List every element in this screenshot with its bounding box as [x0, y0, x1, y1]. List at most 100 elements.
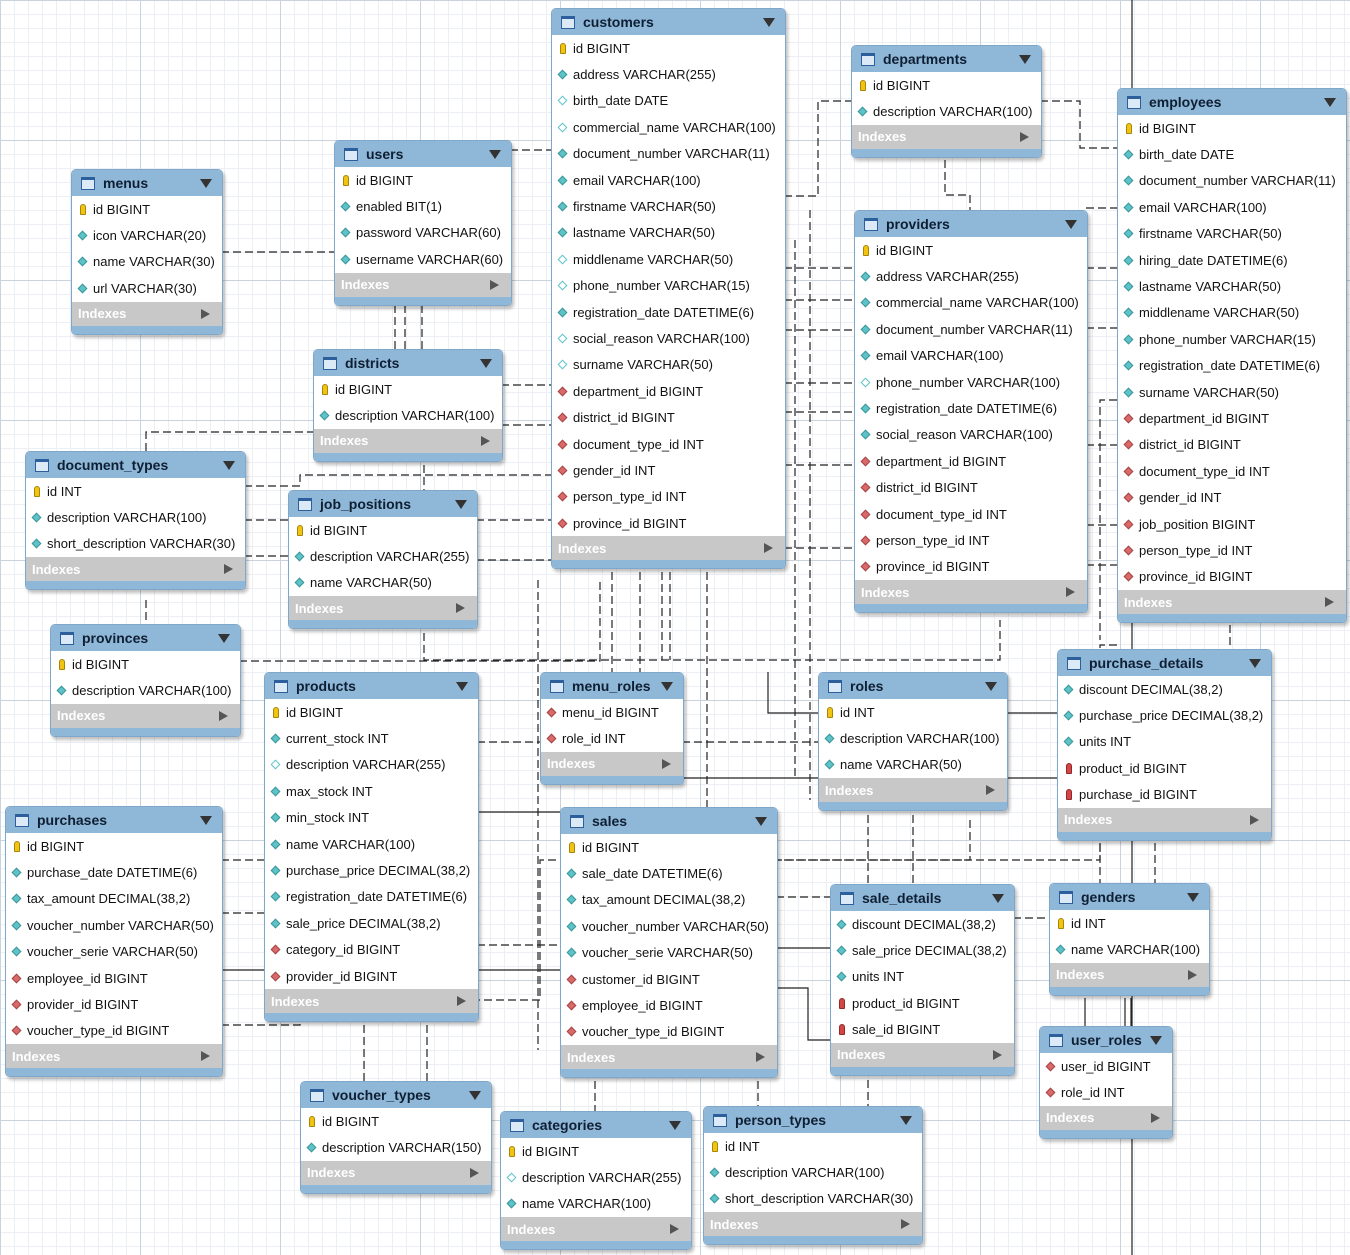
collapse-arrow-icon[interactable] [661, 682, 673, 691]
table-column[interactable]: name VARCHAR(50) [819, 752, 1007, 778]
table-header[interactable]: purchase_details [1058, 650, 1271, 676]
table-column[interactable]: id BIGINT [265, 699, 478, 725]
table-column[interactable]: sale_id BIGINT [831, 1017, 1014, 1043]
table-column[interactable]: registration_date DATETIME(6) [1118, 353, 1346, 379]
table-column[interactable]: email VARCHAR(100) [552, 167, 785, 193]
expand-arrow-icon[interactable] [481, 435, 490, 446]
indexes-section[interactable]: Indexes [51, 703, 240, 728]
table-column[interactable]: icon VARCHAR(20) [72, 222, 222, 248]
expand-arrow-icon[interactable] [670, 1224, 679, 1235]
collapse-arrow-icon[interactable] [755, 817, 767, 826]
indexes-section[interactable]: Indexes [72, 301, 222, 326]
table-column[interactable]: surname VARCHAR(50) [552, 352, 785, 378]
table-column[interactable]: id INT [819, 699, 1007, 725]
collapse-arrow-icon[interactable] [1150, 1036, 1162, 1045]
expand-arrow-icon[interactable] [1188, 969, 1197, 980]
indexes-section[interactable]: Indexes [265, 989, 478, 1014]
table-column[interactable]: name VARCHAR(30) [72, 249, 222, 275]
table-column[interactable]: social_reason VARCHAR(100) [855, 422, 1087, 448]
table-column[interactable]: purchase_price DECIMAL(38,2) [265, 857, 478, 883]
expand-arrow-icon[interactable] [201, 308, 210, 319]
expand-arrow-icon[interactable] [1325, 597, 1334, 608]
table-column[interactable]: customer_id BIGINT [561, 966, 777, 992]
table-column[interactable]: purchase_id BIGINT [1058, 782, 1271, 808]
expand-arrow-icon[interactable] [201, 1051, 210, 1062]
table-column[interactable]: provider_id BIGINT [6, 991, 222, 1017]
table-column[interactable]: phone_number VARCHAR(15) [1118, 326, 1346, 352]
collapse-arrow-icon[interactable] [456, 682, 468, 691]
indexes-section[interactable]: Indexes [819, 778, 1007, 803]
indexes-section[interactable]: Indexes [561, 1045, 777, 1070]
indexes-section[interactable]: Indexes [704, 1212, 922, 1237]
collapse-arrow-icon[interactable] [223, 461, 235, 470]
table-column[interactable]: discount DECIMAL(38,2) [1058, 676, 1271, 702]
expand-arrow-icon[interactable] [764, 543, 773, 554]
table-column[interactable]: lastname VARCHAR(50) [1118, 273, 1346, 299]
indexes-section[interactable]: Indexes [501, 1217, 691, 1242]
table-column[interactable]: description VARCHAR(100) [26, 504, 245, 530]
table-column[interactable]: category_id BIGINT [265, 937, 478, 963]
table-column[interactable]: middlename VARCHAR(50) [552, 246, 785, 272]
table-column[interactable]: id BIGINT [1118, 115, 1346, 141]
table-column[interactable]: email VARCHAR(100) [855, 343, 1087, 369]
table-column[interactable]: voucher_serie VARCHAR(50) [561, 940, 777, 966]
collapse-arrow-icon[interactable] [900, 1116, 912, 1125]
table-column[interactable]: id BIGINT [552, 35, 785, 61]
table-header[interactable]: purchases [6, 807, 222, 833]
table-column[interactable]: province_id BIGINT [855, 554, 1087, 580]
table-header[interactable]: menus [72, 170, 222, 196]
table-column[interactable]: sale_price DECIMAL(38,2) [831, 937, 1014, 963]
table-column[interactable]: id BIGINT [852, 72, 1041, 98]
table-column[interactable]: district_id BIGINT [1118, 432, 1346, 458]
table-header[interactable]: sales [561, 808, 777, 834]
table-column[interactable]: lastname VARCHAR(50) [552, 220, 785, 246]
collapse-arrow-icon[interactable] [992, 894, 1004, 903]
table-column[interactable]: product_id BIGINT [831, 990, 1014, 1016]
table-column[interactable]: description VARCHAR(150) [301, 1134, 491, 1160]
table-column[interactable]: id BIGINT [6, 833, 222, 859]
table-column[interactable]: voucher_type_id BIGINT [6, 1018, 222, 1044]
table-column[interactable]: units INT [1058, 729, 1271, 755]
table-column[interactable]: id INT [704, 1133, 922, 1159]
expand-arrow-icon[interactable] [456, 603, 465, 614]
table-column[interactable]: department_id BIGINT [552, 378, 785, 404]
table-column[interactable]: role_id INT [1040, 1079, 1172, 1105]
table-header[interactable]: districts [314, 350, 502, 376]
table-column[interactable]: url VARCHAR(30) [72, 275, 222, 301]
indexes-section[interactable]: Indexes [26, 557, 245, 582]
table-column[interactable]: id BIGINT [855, 237, 1087, 263]
table-column[interactable]: description VARCHAR(100) [314, 402, 502, 428]
table-column[interactable]: registration_date DATETIME(6) [552, 299, 785, 325]
table-column[interactable]: province_id BIGINT [1118, 564, 1346, 590]
table-column[interactable]: document_type_id INT [855, 501, 1087, 527]
collapse-arrow-icon[interactable] [200, 816, 212, 825]
table-column[interactable]: min_stock INT [265, 805, 478, 831]
table-column[interactable]: description VARCHAR(100) [852, 98, 1041, 124]
table-column[interactable]: id BIGINT [51, 651, 240, 677]
table-column[interactable]: provider_id BIGINT [265, 963, 478, 989]
expand-arrow-icon[interactable] [1250, 814, 1259, 825]
indexes-section[interactable]: Indexes [855, 580, 1087, 605]
indexes-section[interactable]: Indexes [335, 272, 511, 297]
table-column[interactable]: tax_amount DECIMAL(38,2) [6, 886, 222, 912]
indexes-section[interactable]: Indexes [1118, 590, 1346, 615]
table-header[interactable]: customers [552, 9, 785, 35]
table-column[interactable]: id BIGINT [314, 376, 502, 402]
table-column[interactable]: description VARCHAR(255) [501, 1164, 691, 1190]
table-header[interactable]: document_types [26, 452, 245, 478]
table-column[interactable]: short_description VARCHAR(30) [704, 1186, 922, 1212]
indexes-section[interactable]: Indexes [6, 1044, 222, 1069]
indexes-section[interactable]: Indexes [289, 596, 477, 621]
indexes-section[interactable]: Indexes [541, 751, 683, 776]
table-column[interactable]: department_id BIGINT [1118, 405, 1346, 431]
indexes-section[interactable]: Indexes [1058, 807, 1271, 832]
expand-arrow-icon[interactable] [1066, 587, 1075, 598]
table-column[interactable]: password VARCHAR(60) [335, 220, 511, 246]
